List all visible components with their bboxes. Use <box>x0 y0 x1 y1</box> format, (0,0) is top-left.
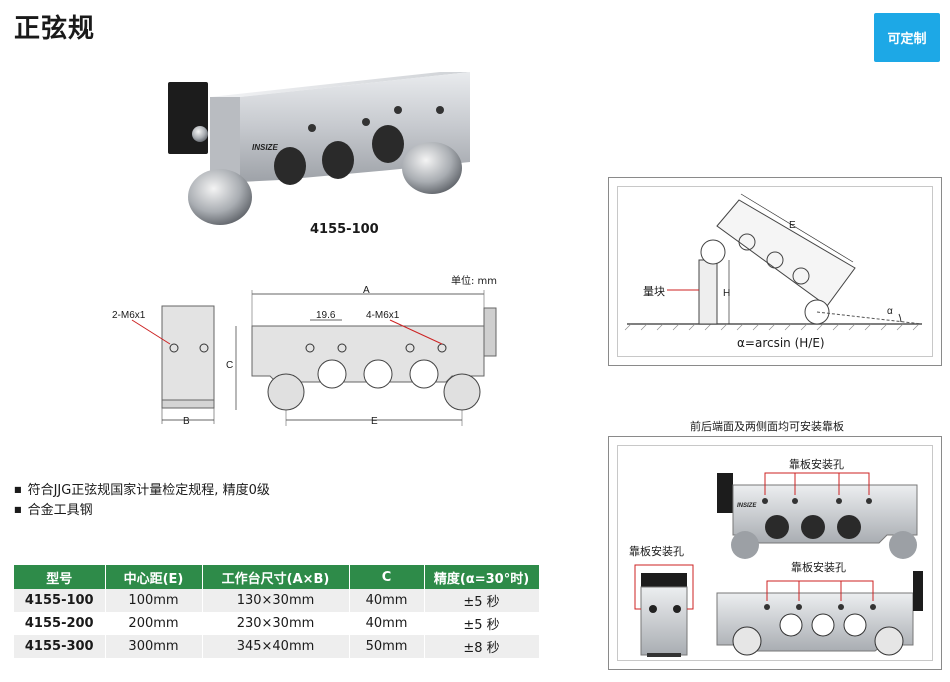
label-c: C <box>226 360 234 371</box>
feature-item: 合金工具钢 <box>14 501 270 521</box>
block-top-face <box>210 72 470 97</box>
label-19-6: 19.6 <box>316 310 336 321</box>
mount-photos: INSIZE <box>634 472 923 657</box>
cell-table-size: 345×40mm <box>202 635 350 658</box>
cell-center-distance: 100mm <box>105 589 203 612</box>
label-diagram-e: E <box>789 220 796 231</box>
cell-accuracy: ±5 秒 <box>424 589 540 612</box>
mount-panel-heading: 前后端面及两侧面均可安装靠板 <box>690 420 844 433</box>
cell-table-size: 230×30mm <box>202 612 350 635</box>
cell-accuracy: ±5 秒 <box>424 612 540 635</box>
customizable-button[interactable]: 可定制 <box>874 13 940 62</box>
label-alpha: α <box>887 306 893 317</box>
cell-c: 40mm <box>349 589 425 612</box>
col-header-accuracy: 精度(α=30°时) <box>424 565 540 589</box>
table-row: 4155-300 300mm 345×40mm 50mm ±8 秒 <box>14 635 540 658</box>
mount-panel: INSIZE 靠板安装孔 靠板安装孔 靠板安装孔 <box>608 436 942 670</box>
large-hole-2 <box>322 141 354 179</box>
label-2m6x1: 2-M6x1 <box>112 310 146 321</box>
cell-center-distance: 200mm <box>105 612 203 635</box>
cell-c: 50mm <box>349 635 425 658</box>
col-header-c: C <box>349 565 425 589</box>
label-gauge-block: 量块 <box>643 285 665 298</box>
table-row: 4155-100 100mm 130×30mm 40mm ±5 秒 <box>14 589 540 612</box>
product-caption: 4155-100 <box>310 222 379 237</box>
cell-table-size: 130×30mm <box>202 589 350 612</box>
large-hole-1 <box>274 147 306 185</box>
col-header-model: 型号 <box>14 565 106 589</box>
angle-diagram <box>624 193 923 331</box>
col-header-table-size: 工作台尺寸(A×B) <box>202 565 350 589</box>
label-e: E <box>371 416 378 427</box>
feature-item: 符合JJG正弦规国家计量检定规程, 精度0级 <box>14 481 270 501</box>
table-row: 4155-200 200mm 230×30mm 40mm ±5 秒 <box>14 612 540 635</box>
feature-list: 符合JJG正弦规国家计量检定规程, 精度0级 合金工具钢 <box>14 481 270 521</box>
cell-model: 4155-100 <box>14 589 106 612</box>
label-a: A <box>363 285 370 296</box>
label-b: B <box>183 416 190 427</box>
mount-label-top: 靠板安装孔 <box>789 458 844 471</box>
label-4m6x1: 4-M6x1 <box>366 310 400 321</box>
gauge-block <box>698 259 718 325</box>
angle-diagram-panel: E H 量块 α α=arcsin (H/E) <box>608 177 942 366</box>
brand-logo: INSIZE <box>252 143 278 152</box>
roller-right <box>402 142 462 194</box>
mount-label-side: 靠板安装孔 <box>629 545 684 558</box>
cell-c: 40mm <box>349 612 425 635</box>
spec-table: 型号 中心距(E) 工作台尺寸(A×B) C 精度(α=30°时) 4155-1… <box>14 565 540 658</box>
unit-note: 单位: mm <box>451 276 498 287</box>
page-title: 正弦规 <box>14 14 96 44</box>
product-photo: INSIZE <box>168 72 470 225</box>
angle-formula: α=arcsin (H/E) <box>737 336 825 350</box>
cell-center-distance: 300mm <box>105 635 203 658</box>
label-diagram-h: H <box>723 288 731 299</box>
col-header-center-distance: 中心距(E) <box>105 565 203 589</box>
large-hole-3 <box>372 125 404 163</box>
brand-logo: INSIZE <box>737 503 757 509</box>
roller-left <box>188 169 252 225</box>
end-stop-plate <box>168 82 208 154</box>
dimension-drawing <box>131 290 497 426</box>
cell-accuracy: ±8 秒 <box>424 635 540 658</box>
cell-model: 4155-200 <box>14 612 106 635</box>
cell-model: 4155-300 <box>14 635 106 658</box>
mount-label-bottom: 靠板安装孔 <box>791 561 846 574</box>
